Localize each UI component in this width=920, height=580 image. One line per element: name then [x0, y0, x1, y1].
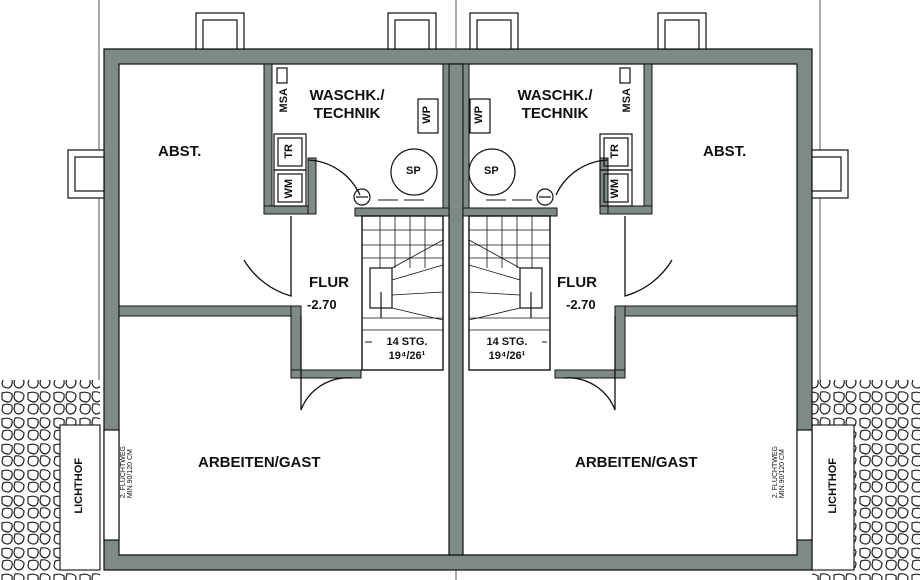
party-wall [448, 63, 464, 556]
storage-room-label: ABST. [158, 143, 202, 160]
hall-label: FLUR [557, 274, 597, 291]
msa-label: MSA [621, 88, 633, 113]
stair-dims: 19⁴/26¹ [388, 350, 426, 362]
utility-room-label: WASCHK./ TECHNIK [309, 87, 385, 122]
study-label: ARBEITEN/GAST [198, 454, 321, 471]
escape-route-note: 2. FLUCHTWEG MIN.90/120 CM [120, 446, 134, 499]
stair-dims: 19⁴/26¹ [488, 350, 526, 362]
lightwell-label: LICHTHOF [73, 458, 85, 514]
study-label: ARBEITEN/GAST [575, 454, 698, 471]
exterior-walls [103, 48, 813, 571]
windows [67, 12, 849, 541]
wm-label: WM [283, 179, 295, 199]
wp-label: WP [421, 106, 433, 124]
sp-label: SP [406, 165, 421, 177]
wm-label: WM [609, 179, 621, 199]
tr-label: TR [609, 144, 621, 159]
fixtures-left [273, 67, 439, 207]
lightwell-label: LICHTHOF [827, 458, 839, 514]
hall-label: FLUR [309, 274, 349, 291]
interior-walls-left [118, 63, 450, 379]
hall-level: -2.70 [566, 297, 596, 312]
lightwell-left [0, 380, 101, 580]
storage-room-label: ABST. [703, 143, 747, 160]
wp-label: WP [473, 106, 485, 124]
escape-route-note: 2. FLUCHTWEG MIN.90/120 CM [772, 446, 786, 499]
stair-steps: 14 STG. [472, 337, 542, 348]
doors [243, 159, 673, 411]
hall-level: -2.70 [307, 297, 337, 312]
sp-label: SP [484, 165, 499, 177]
tr-label: TR [283, 144, 295, 159]
utility-room-label: WASCHK./ TECHNIK [517, 87, 593, 122]
lightwell-right [811, 380, 920, 580]
msa-label: MSA [278, 88, 290, 113]
fixtures-right [468, 67, 633, 207]
stair-steps: 14 STG. [372, 337, 442, 348]
